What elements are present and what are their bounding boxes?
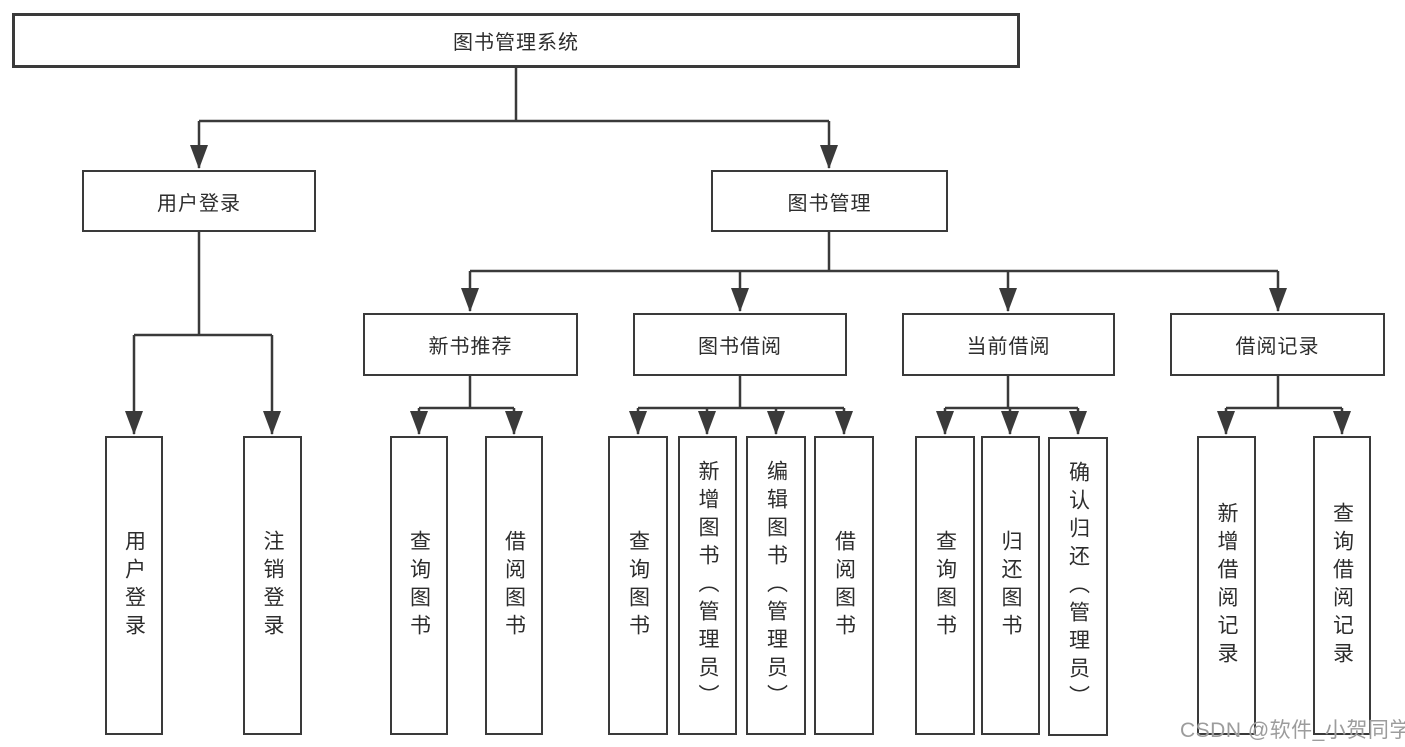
- node-new-book-recommend: 新书推荐: [363, 313, 578, 376]
- leaf-logout-login: 注销登录: [243, 436, 302, 735]
- node-book-borrowing: 图书借阅: [633, 313, 847, 376]
- node-library-management-system: 图书管理系统: [12, 13, 1020, 68]
- leaf-current-return-books: 归还图书: [981, 436, 1040, 735]
- csdn-watermark: CSDN @软件_小贺同学: [1180, 719, 1405, 742]
- leaf-borrowing-add-books-admin: 新增图书（管理员）: [678, 436, 737, 735]
- leaf-borrowing-borrow-books: 借阅图书: [814, 436, 874, 735]
- node-borrowing-records: 借阅记录: [1170, 313, 1385, 376]
- node-book-management: 图书管理: [711, 170, 948, 232]
- leaf-records-query-record: 查询借阅记录: [1313, 436, 1371, 735]
- leaf-borrowing-query-books: 查询图书: [608, 436, 668, 735]
- leaf-user-login: 用户登录: [105, 436, 163, 735]
- leaf-borrowing-edit-books-admin: 编辑图书（管理员）: [746, 436, 806, 735]
- leaf-current-query-books: 查询图书: [915, 436, 975, 735]
- node-current-borrowing: 当前借阅: [902, 313, 1115, 376]
- leaf-current-confirm-return-admin: 确认归还（管理员）: [1048, 437, 1108, 736]
- node-user-login: 用户登录: [82, 170, 316, 232]
- leaf-records-add-record: 新增借阅记录: [1197, 436, 1256, 735]
- leaf-recommend-query-books: 查询图书: [390, 436, 448, 735]
- leaf-recommend-borrow-books: 借阅图书: [485, 436, 543, 735]
